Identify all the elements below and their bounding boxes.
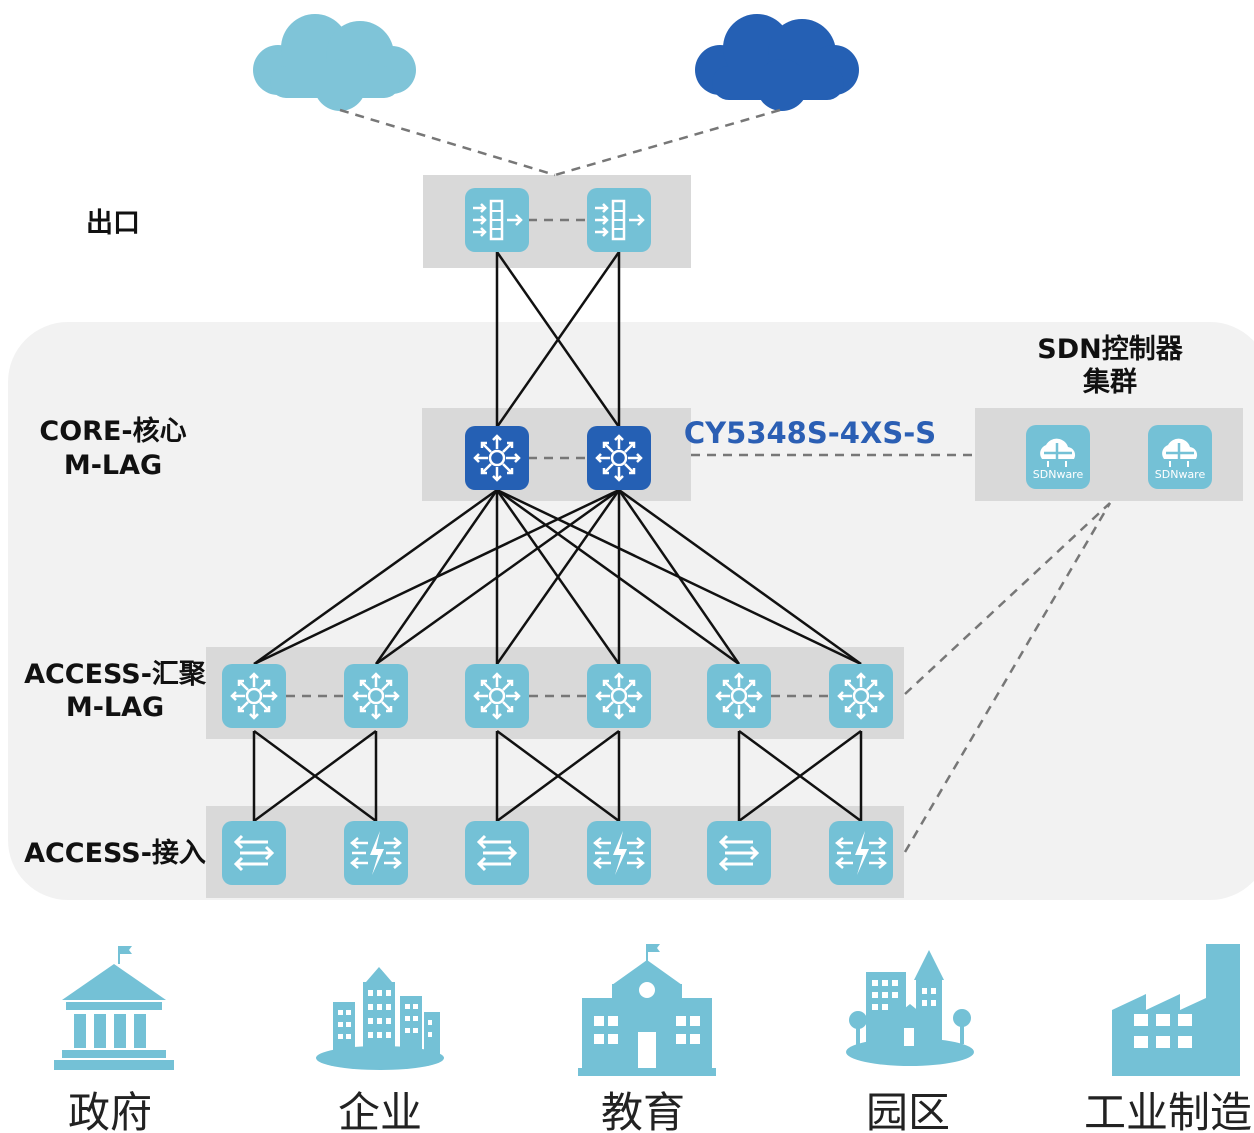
aggregation-switch-icon <box>587 664 651 728</box>
sector-label-campus: 园区 <box>866 1088 950 1133</box>
aggregation-switch-icon <box>829 664 893 728</box>
sdnware-icon: SDNware <box>1024 423 1092 491</box>
enterprise-building-icon <box>316 967 444 1070</box>
sdn-node-label: SDNware <box>1033 468 1084 481</box>
aggregation-panel <box>206 647 904 739</box>
logical-links <box>286 108 1112 853</box>
access-switch-icon <box>463 819 531 887</box>
core-model-label: CY5348S-4XS-S <box>684 416 936 450</box>
aggregation-switch-icon <box>222 664 286 728</box>
sdn-title: SDN控制器 <box>1037 334 1183 365</box>
aggregation-switch-icon <box>707 664 771 728</box>
core-layer-sublabel: M-LAG <box>64 450 162 481</box>
firewall-icon <box>585 186 653 254</box>
school-building-icon <box>578 944 716 1076</box>
sector-label-education: 教育 <box>601 1088 685 1133</box>
aggregation-layer-sublabel: M-LAG <box>66 692 164 723</box>
firewall-icon <box>463 186 531 254</box>
cloud-icon <box>695 14 859 111</box>
poe-switch-icon <box>827 819 895 887</box>
campus-building-icon <box>846 950 974 1066</box>
managed-zone-background <box>8 322 1254 900</box>
aggregation-switch-icon <box>344 664 408 728</box>
sector-label-manufacturing: 工业制造 <box>1084 1088 1252 1133</box>
egress-layer-label: 出口 <box>86 208 140 239</box>
access-switch-icon <box>705 819 773 887</box>
aggregation-layer-label: ACCESS-汇聚 <box>24 659 207 690</box>
sdnware-icon: SDNware <box>1146 423 1214 491</box>
physical-links <box>252 251 863 823</box>
core-switch-icon <box>587 426 651 490</box>
sector-label-government: 政府 <box>68 1088 152 1133</box>
access-layer-label: ACCESS-接入 <box>24 838 206 869</box>
sector-label-enterprise: 企业 <box>338 1088 422 1133</box>
aggregation-switch-icon <box>465 664 529 728</box>
core-layer-label: CORE-核心 <box>39 415 186 447</box>
cloud-icon <box>253 14 416 111</box>
poe-switch-icon <box>342 819 410 887</box>
factory-building-icon <box>1112 944 1240 1076</box>
access-panel <box>206 806 904 898</box>
poe-switch-icon <box>585 819 653 887</box>
core-switch-icon <box>465 426 529 490</box>
government-building-icon <box>54 946 174 1070</box>
access-switch-icon <box>220 819 288 887</box>
sdn-title-line2: 集群 <box>1082 366 1137 398</box>
sdn-node-label: SDNware <box>1155 468 1206 481</box>
